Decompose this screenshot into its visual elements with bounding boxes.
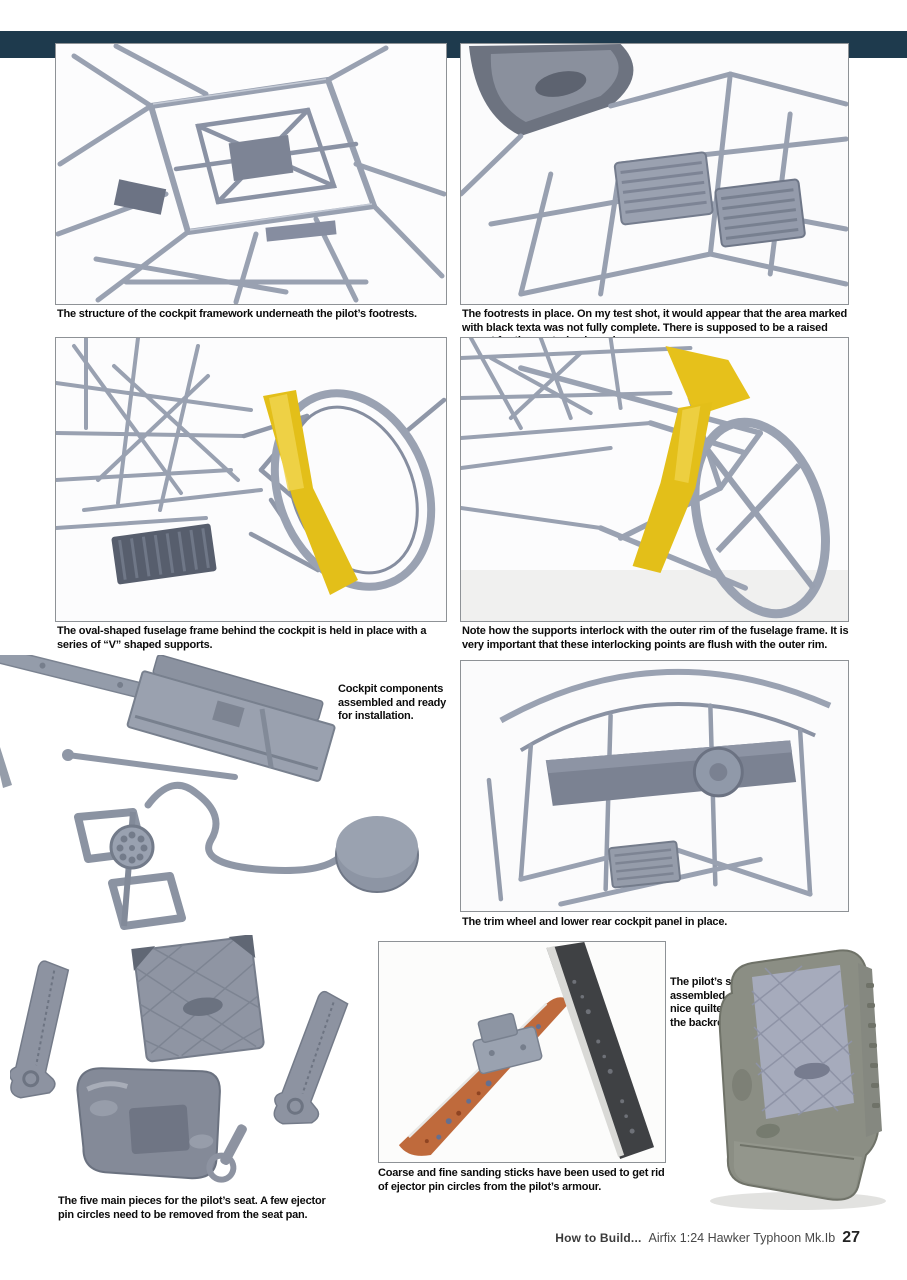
photo-seat-pieces bbox=[10, 935, 380, 1190]
photo-cockpit-components bbox=[0, 655, 455, 955]
photo-footrests bbox=[460, 43, 849, 305]
caption-seat-pieces: The five main pieces for the pilot’s sea… bbox=[58, 1195, 326, 1221]
caption-fuselage-frame: The oval-shaped fuselage frame behind th… bbox=[57, 625, 427, 651]
cockpit-components-illustration bbox=[0, 655, 419, 930]
footer-page-number: 27 bbox=[842, 1229, 860, 1246]
label-cockpit-components: Cockpit components assembled and ready f… bbox=[338, 683, 447, 722]
cockpit-framework-illustration bbox=[56, 44, 446, 304]
photo-cockpit-framework bbox=[55, 43, 447, 305]
photo-supports-interlock bbox=[460, 337, 849, 622]
caption-sanding-sticks: Coarse and fine sanding sticks have been… bbox=[378, 1167, 665, 1193]
photo-pilots-seat bbox=[690, 935, 907, 1215]
photo-trim-wheel bbox=[460, 660, 849, 912]
photo-fuselage-frame bbox=[55, 337, 447, 622]
seat-pieces-illustration bbox=[10, 935, 349, 1183]
page-footer: How to Build... Airfix 1:24 Hawker Typho… bbox=[555, 1229, 860, 1247]
fuselage-frame-illustration bbox=[56, 338, 446, 621]
trim-wheel-illustration bbox=[461, 661, 848, 911]
caption-cockpit-framework: The structure of the cockpit framework u… bbox=[57, 308, 417, 320]
caption-supports-interlock: Note how the supports interlock with the… bbox=[462, 625, 849, 651]
footer-title: Airfix 1:24 Hawker Typhoon Mk.Ib bbox=[648, 1231, 836, 1245]
photo-sanding-sticks bbox=[378, 941, 666, 1163]
footrests-illustration bbox=[461, 44, 848, 304]
supports-interlock-illustration bbox=[461, 338, 848, 621]
caption-trim-wheel: The trim wheel and lower rear cockpit pa… bbox=[462, 916, 728, 928]
sanding-sticks-illustration bbox=[379, 942, 665, 1162]
footer-series: How to Build... bbox=[555, 1231, 642, 1245]
pilots-seat-illustration bbox=[710, 949, 886, 1210]
